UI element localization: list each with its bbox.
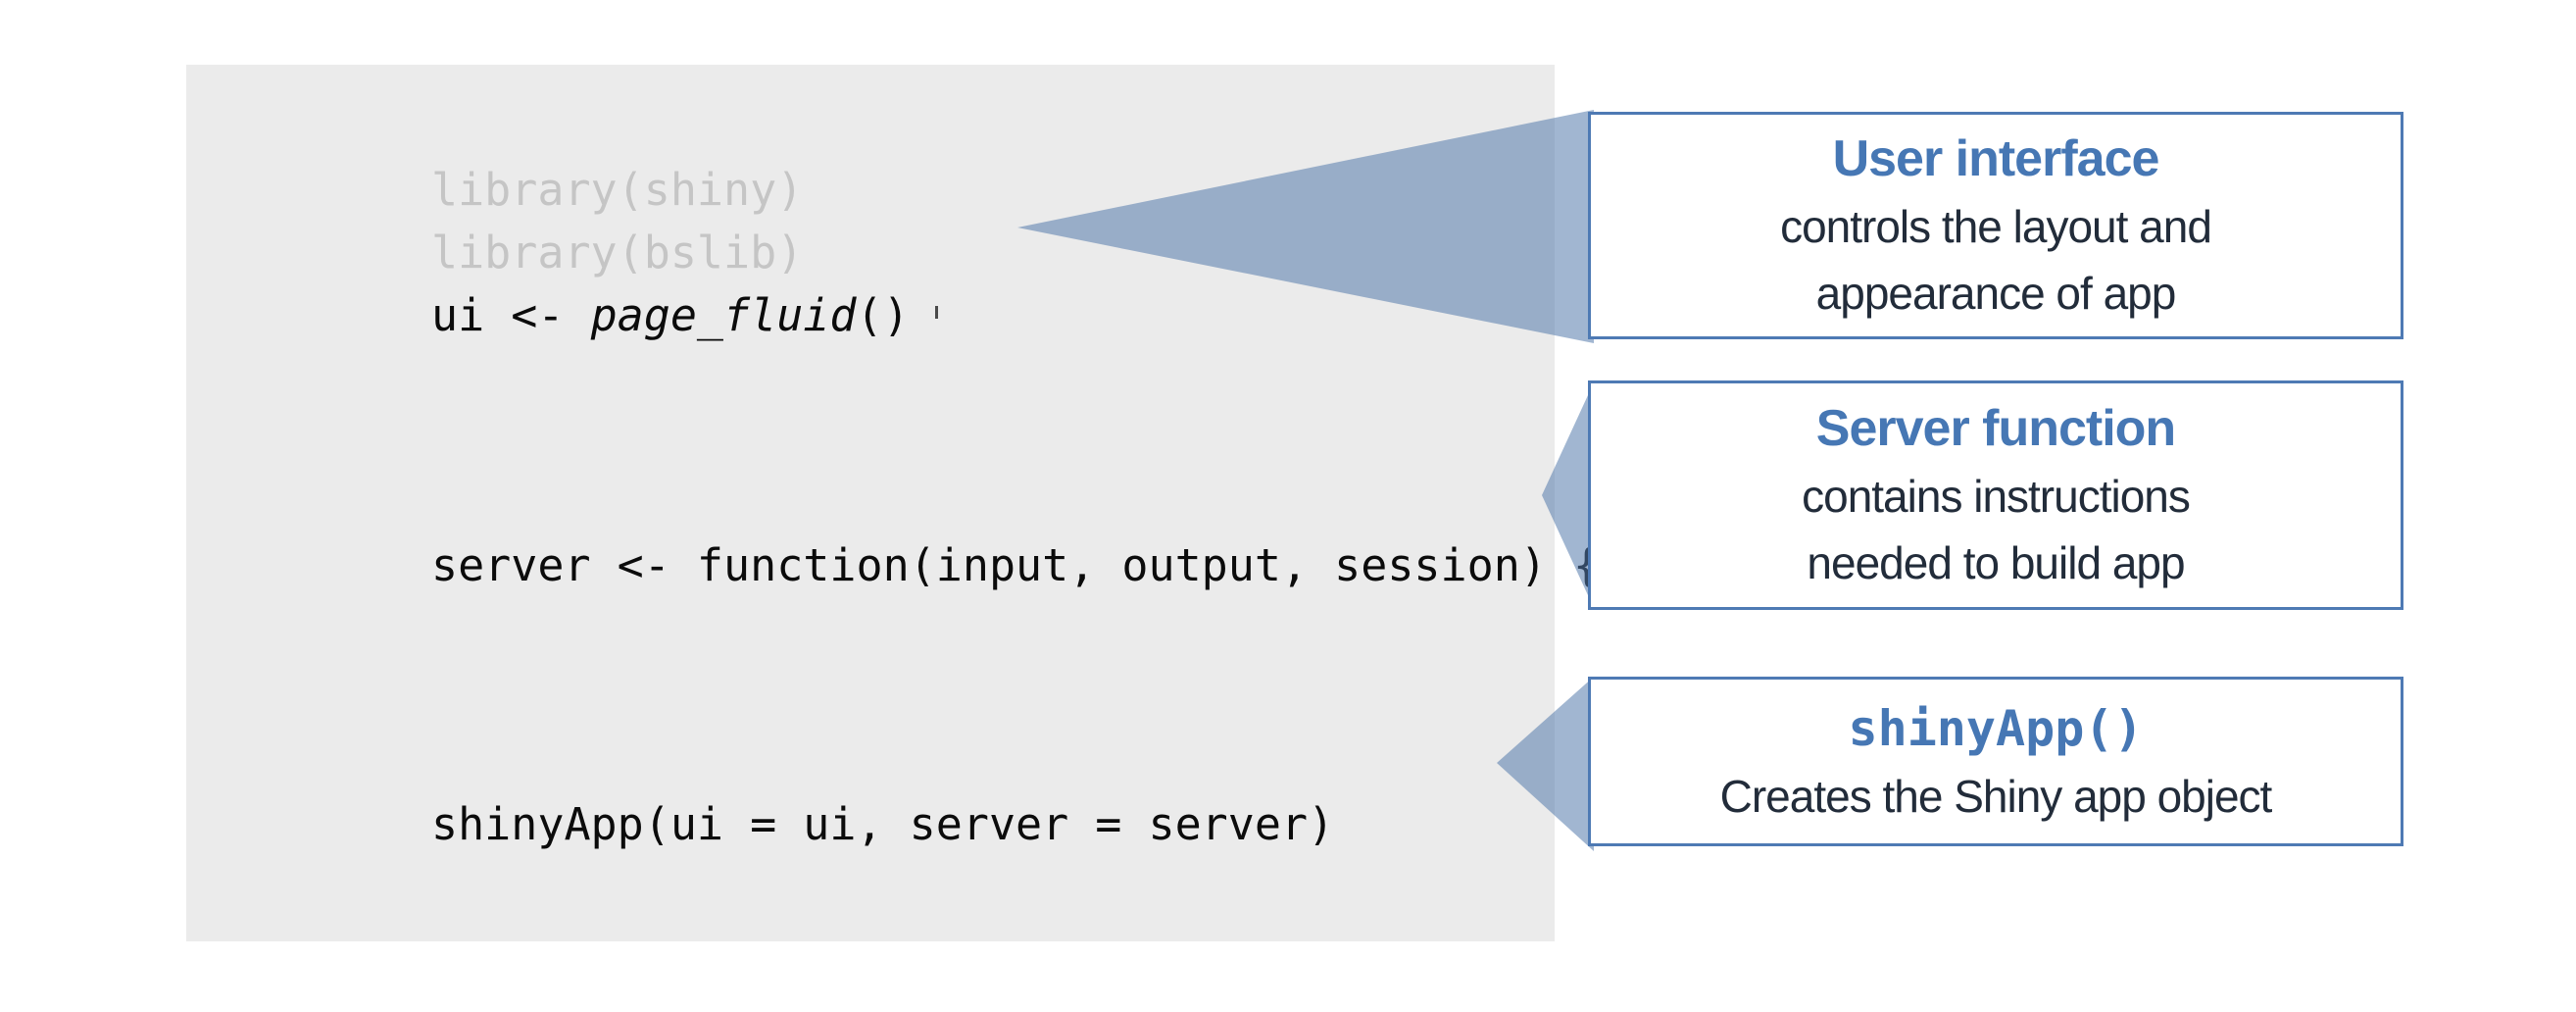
callout-title-user-interface: User interface bbox=[1832, 130, 2160, 187]
code-ui-function-name: page_fluid bbox=[590, 289, 857, 341]
callout-body-line: controls the layout and bbox=[1780, 201, 2212, 252]
code-line-library-shiny: library(shiny) bbox=[431, 164, 804, 216]
code-line-server: server <- function(input, output, sessio… bbox=[431, 539, 1627, 591]
callout-body-line: contains instructions bbox=[1802, 471, 2191, 522]
code-line-ui: ui <- page_fluid() bbox=[431, 283, 938, 347]
callout-box-server-function: Server function contains instructions ne… bbox=[1588, 380, 2403, 610]
text-cursor-artifact bbox=[934, 305, 938, 319]
code-panel: library(shiny) library(bslib) ui <- page… bbox=[186, 65, 1626, 941]
callout-title-shinyapp: shinyApp() bbox=[1848, 699, 2144, 757]
callout-body-line: needed to build app bbox=[1807, 537, 2185, 588]
callout-body-line: Creates the Shiny app object bbox=[1719, 770, 2273, 822]
code-ui-assign: ui <- bbox=[431, 289, 591, 341]
code-line-library-bslib: library(bslib) bbox=[431, 227, 804, 278]
code-ui-parens: () bbox=[856, 289, 910, 341]
callout-title-server-function: Server function bbox=[1815, 400, 2176, 457]
code-line-shinyapp: shinyApp(ui = ui, server = server) bbox=[431, 798, 1335, 850]
callout-box-user-interface: User interface controls the layout and a… bbox=[1588, 112, 2403, 339]
callout-box-shinyapp: shinyApp() Creates the Shiny app object bbox=[1588, 677, 2403, 846]
callout-body-line: appearance of app bbox=[1815, 268, 2177, 319]
